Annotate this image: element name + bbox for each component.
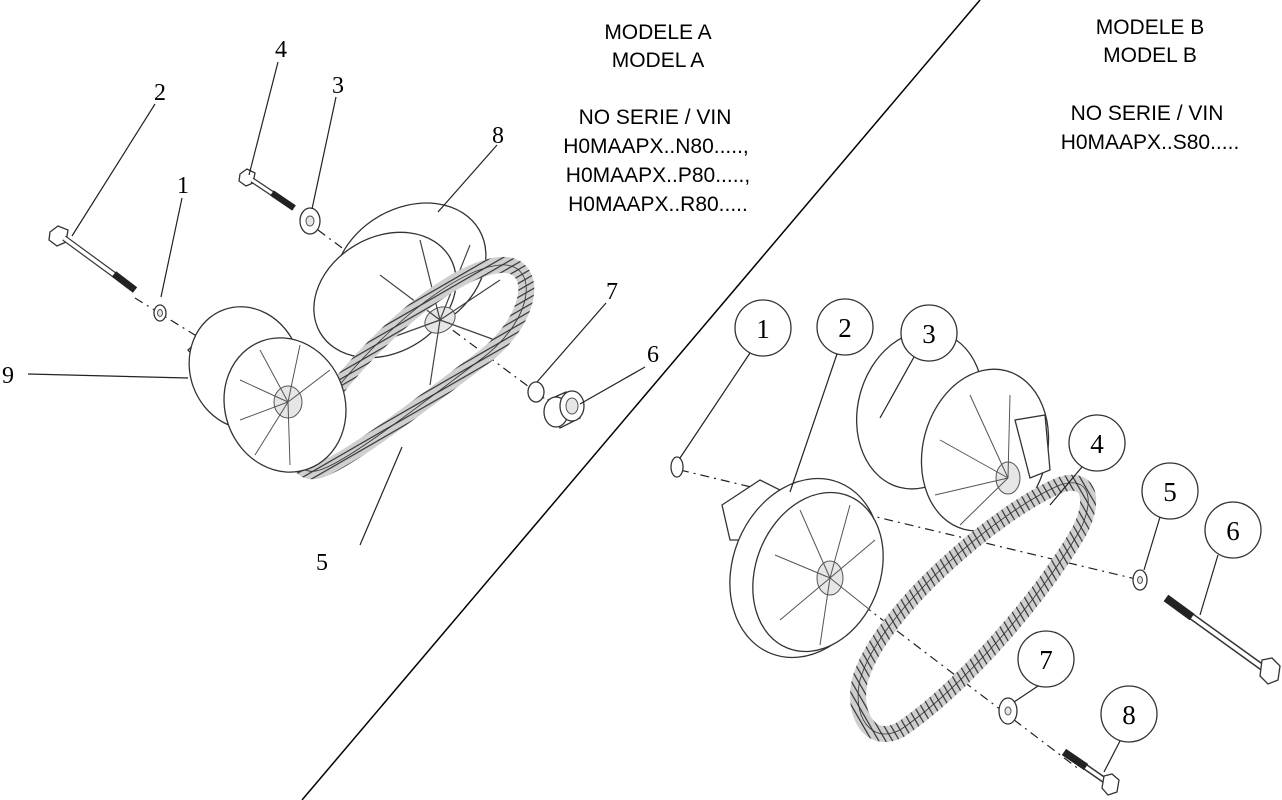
model-b-bolt-long [1163,594,1281,685]
model-a-serial-label: NO SERIE / VIN [579,106,732,129]
model-a-bushing [543,390,585,429]
model-a-driven-pulley [313,202,501,386]
model-a-vin-3: H0MAAPX..R80..... [568,193,748,216]
model-b-callouts: 1 2 3 4 5 6 7 8 [734,298,1262,743]
callout-a-3: 3 [332,73,344,99]
callout-a-7: 7 [606,279,618,305]
callout-b-1: 1 [756,314,770,344]
section-divider [301,0,981,800]
model-a-header: MODELE A MODEL A NO SERIE / VIN H0MAAPX.… [563,21,750,216]
callout-a-8: 8 [492,123,504,149]
model-a-leaders [27,61,646,546]
model-b-driven-pulley [855,330,1051,532]
callout-a-4: 4 [275,37,287,63]
callout-a-1: 1 [177,173,189,199]
model-b-title-en: MODEL B [1103,44,1197,67]
callout-b-7: 7 [1039,645,1053,675]
model-a-callouts: 1 2 3 4 5 6 7 8 9 [2,37,659,576]
model-b-assembly: 1 2 3 4 5 6 7 8 [670,298,1281,796]
model-a-o-ring [527,381,545,403]
model-b-drive-pulley [721,477,884,659]
model-a-bolt-long [48,225,138,293]
callout-a-6: 6 [647,342,659,368]
model-b-serial-label: NO SERIE / VIN [1071,102,1224,125]
model-a-assembly: 1 2 3 4 5 6 7 8 9 [2,37,659,576]
model-b-vin-1: H0MAAPX..S80..... [1061,131,1240,154]
model-a-drive-pulley [187,306,347,473]
model-b-o-ring [670,456,684,478]
callout-b-2: 2 [838,313,852,343]
callout-b-4: 4 [1090,429,1104,459]
callout-a-9: 9 [2,363,14,389]
callout-a-2: 2 [154,80,166,106]
callout-a-5: 5 [316,550,328,576]
model-b-header: MODELE B MODEL B NO SERIE / VIN H0MAAPX.… [1061,16,1240,154]
callout-b-8: 8 [1122,700,1136,730]
model-a-vin-1: H0MAAPX..N80....., [563,135,749,158]
model-a-vin-2: H0MAAPX..P80....., [566,164,750,187]
model-a-bolt-short [238,168,296,211]
model-b-leaders [679,352,1219,773]
model-a-title-en: MODEL A [612,49,705,72]
callout-b-5: 5 [1163,477,1177,507]
callout-b-3: 3 [922,319,936,349]
model-b-bolt-short [1061,748,1120,796]
model-b-title-fr: MODELE B [1096,16,1205,39]
model-a-title-fr: MODELE A [604,21,711,44]
callout-b-6: 6 [1226,516,1240,546]
